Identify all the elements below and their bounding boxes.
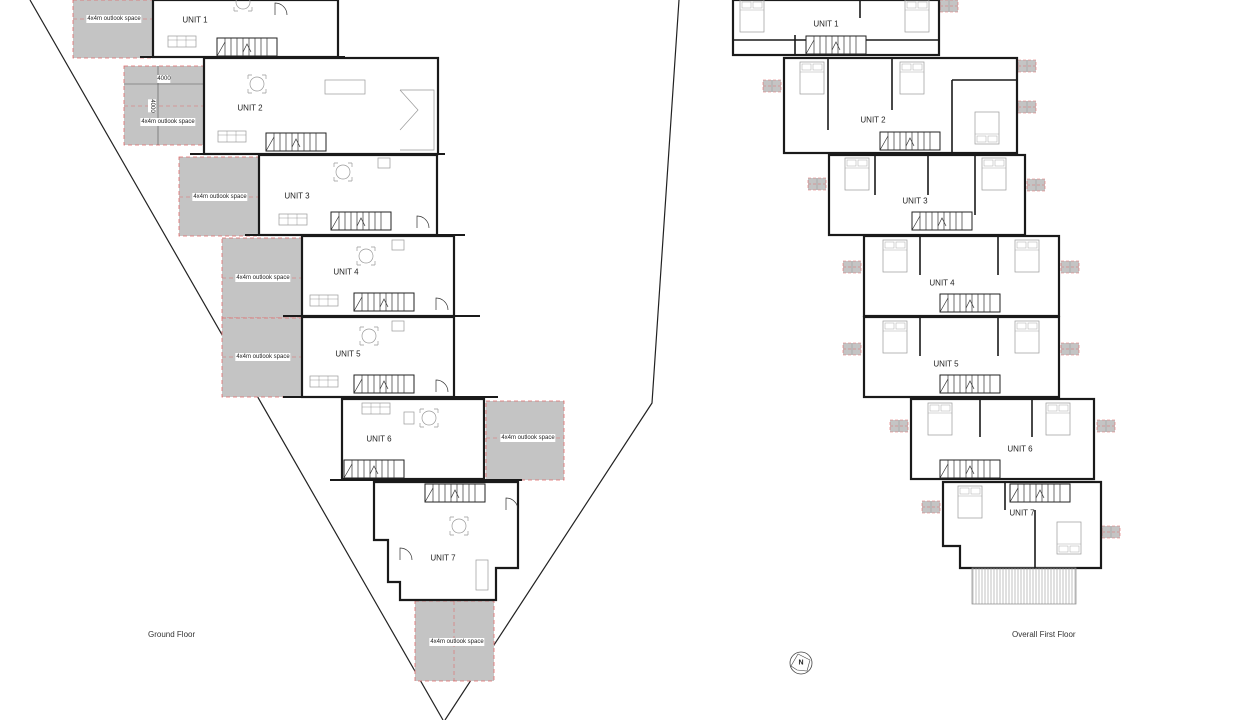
unit-label: UNIT 6 xyxy=(1007,444,1033,454)
unit-label: UNIT 4 xyxy=(929,278,955,288)
ground-floor-walls xyxy=(151,0,520,602)
outlook-space-label: 4x4m outlook space xyxy=(429,638,485,646)
unit-label: UNIT 1 xyxy=(813,19,839,29)
unit-label: UNIT 7 xyxy=(430,553,456,563)
unit-label: UNIT 3 xyxy=(902,196,928,206)
unit-label: UNIT 2 xyxy=(237,103,263,113)
unit-label: UNIT 5 xyxy=(335,349,361,359)
unit-label: UNIT 7 xyxy=(1009,508,1035,518)
north-arrow-icon xyxy=(789,651,813,675)
outlook-space-label: 4x4m outlook space xyxy=(140,118,196,126)
unit-label: UNIT 6 xyxy=(366,434,392,444)
north-arrow-letter: N xyxy=(798,659,804,667)
unit-label: UNIT 4 xyxy=(333,267,359,277)
first-floor-title: Overall First Floor xyxy=(1012,630,1076,639)
dimension-height: 4000 xyxy=(148,99,156,113)
unit-label: UNIT 1 xyxy=(182,15,208,25)
deck xyxy=(971,567,1077,605)
ground-floor-title: Ground Floor xyxy=(148,630,196,639)
unit-label: UNIT 3 xyxy=(284,191,310,201)
outlook-space-label: 4x4m outlook space xyxy=(235,274,291,282)
unit-label: UNIT 2 xyxy=(860,115,886,125)
unit-label: UNIT 5 xyxy=(933,359,959,369)
outlook-space-label: 4x4m outlook space xyxy=(192,193,248,201)
outlook-space-label: 4x4m outlook space xyxy=(86,15,142,23)
dimension-width: 4000 xyxy=(157,75,171,83)
outlook-space-label: 4x4m outlook space xyxy=(500,434,556,442)
outlook-space-label: 4x4m outlook space xyxy=(235,353,291,361)
first-floor-walls xyxy=(731,0,1103,570)
